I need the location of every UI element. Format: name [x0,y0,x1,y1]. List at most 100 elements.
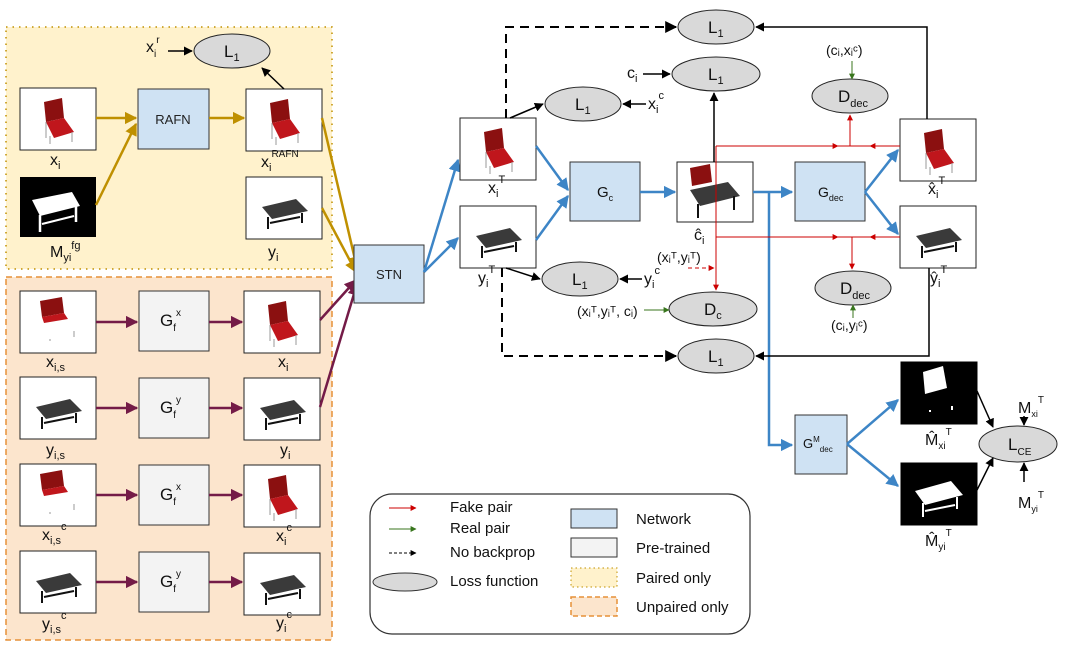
svg-text:xic: xic [276,522,292,548]
svg-text:L1: L1 [708,65,724,87]
input-xT-yT: (xᵢᵀ,yᵢᵀ) [657,249,701,265]
svg-text:Gfy: Gfy [160,569,181,595]
mask-image-myiT-hat [900,462,978,526]
svg-text:xir: xir [146,35,160,60]
loss-ddec-bottom: Ddec [814,270,892,306]
svg-text:yi: yi [268,244,278,264]
input-xi-c: xic [648,90,664,116]
image-xis-c [19,463,97,527]
image-yis [19,376,97,440]
svg-text:Gfx: Gfx [160,308,181,334]
image-xiT [459,117,537,181]
legend: Fake pair Real pair No backprop Loss fun… [369,493,751,635]
svg-text:Gc: Gc [597,184,614,203]
image-yiT-hat [899,205,977,269]
loss-l1-yiT: L1 [541,261,619,297]
input-yi-c: yic [644,265,660,291]
svg-text:yi,sc: yi,sc [42,610,67,636]
svg-text:L1: L1 [224,42,240,64]
svg-text:Gfy: Gfy [160,395,181,421]
pretrained-gfx-1: Gfx [138,290,210,352]
label-yiT: yiT [478,264,495,290]
input-myiT: MyiT [1018,490,1044,514]
svg-text:LCE: LCE [1008,435,1032,458]
label-yis-c: yi,sc [42,610,67,636]
svg-text:yi: yi [280,442,290,462]
input-ci-yic: (cᵢ,yᵢᶜ) [831,317,868,333]
label-yi-out: yi [280,442,290,462]
pretrained-gfy-1: Gfy [138,377,210,439]
image-xi-out [243,290,321,354]
svg-text:Gfx: Gfx [160,482,181,508]
loss-dc: Dc [668,291,758,327]
image-yis-c [19,550,97,614]
input-ci-xic: (cᵢ,xᵢᶜ) [826,42,863,58]
legend-unpaired-only: Unpaired only [636,599,729,616]
svg-text:xi,sc: xi,sc [42,521,67,547]
legend-pretrained: Pre-trained [636,540,710,557]
image-yi-out [243,377,321,441]
svg-text:x̂iT: x̂iT [928,175,945,201]
svg-text:xiRAFN: xiRAFN [261,149,299,174]
svg-text:yiT: yiT [478,264,495,290]
label-ci-hat: ĉi [694,227,704,247]
label-yi-paired: yi [268,244,278,264]
loss-l1-top: L1 [677,9,755,45]
svg-text:M̂xiT: M̂xiT [925,427,952,452]
loss-l1-xiT: L1 [544,86,622,122]
svg-text:yic: yic [644,265,660,291]
legend-network: Network [636,511,692,528]
legend-loss-function: Loss function [450,573,538,590]
label-myi-fg: Myifg [50,240,80,264]
svg-text:xiT: xiT [488,174,505,200]
svg-text:xi: xi [50,152,60,172]
svg-text:Dc: Dc [704,300,722,322]
mask-image-mxiT-hat [900,361,978,425]
legend-real-pair: Real pair [450,520,510,537]
loss-lce: LCE [978,425,1058,463]
label-yiT-hat: ŷiT [930,264,947,290]
svg-text:MyiT: MyiT [1018,490,1044,514]
label-xis: xi,s [46,354,66,374]
network-gc: Gc [569,161,641,222]
svg-text:M̂yiT: M̂yiT [925,528,952,553]
input-mxiT: MxiT [1018,395,1044,419]
image-yi-c [243,552,321,616]
svg-text:RAFN: RAFN [155,112,190,127]
label-xi-rafn: xiRAFN [261,149,299,174]
legend-no-backprop: No backprop [450,544,535,561]
loss-ddec-top: Ddec [811,78,889,114]
svg-text:Ddec: Ddec [840,279,871,302]
image-ci-hat [676,161,754,223]
svg-text:xi,s: xi,s [46,354,66,374]
network-gdec: Gdec [794,161,866,222]
label-xis-c: xi,sc [42,521,67,547]
svg-text:GMdec: GMdec [803,435,833,454]
label-yi-c: yic [276,609,292,635]
label-xi-out: xi [278,354,288,374]
network-stn: STN [353,244,425,304]
image-xi-rafn [245,88,323,152]
network-gm-dec: GMdec [794,414,848,475]
image-yi-paired [245,176,323,240]
input-xT-yT-c: (xᵢᵀ,yᵢᵀ, cᵢ) [577,303,638,319]
svg-text:L1: L1 [708,347,724,369]
network-rafn: RAFN [137,88,210,150]
image-xi [19,87,97,151]
svg-text:L1: L1 [572,270,588,292]
loss-l1-bottom: L1 [677,338,755,374]
label-mxiT-hat: M̂xiT [925,427,952,452]
legend-paired-only: Paired only [636,570,712,587]
image-xiT-hat [899,118,977,182]
legend-fake-pair: Fake pair [450,499,513,516]
label-xi-c: xic [276,522,292,548]
loss-l1-rafn: L1 [193,33,271,69]
label-yis: yi,s [46,442,66,462]
label-xi: xi [50,152,60,172]
image-xis [19,290,97,354]
svg-text:xi: xi [278,354,288,374]
svg-text:L1: L1 [575,95,591,117]
svg-text:ĉi: ĉi [694,227,704,247]
input-xi-r: xir [146,35,160,60]
